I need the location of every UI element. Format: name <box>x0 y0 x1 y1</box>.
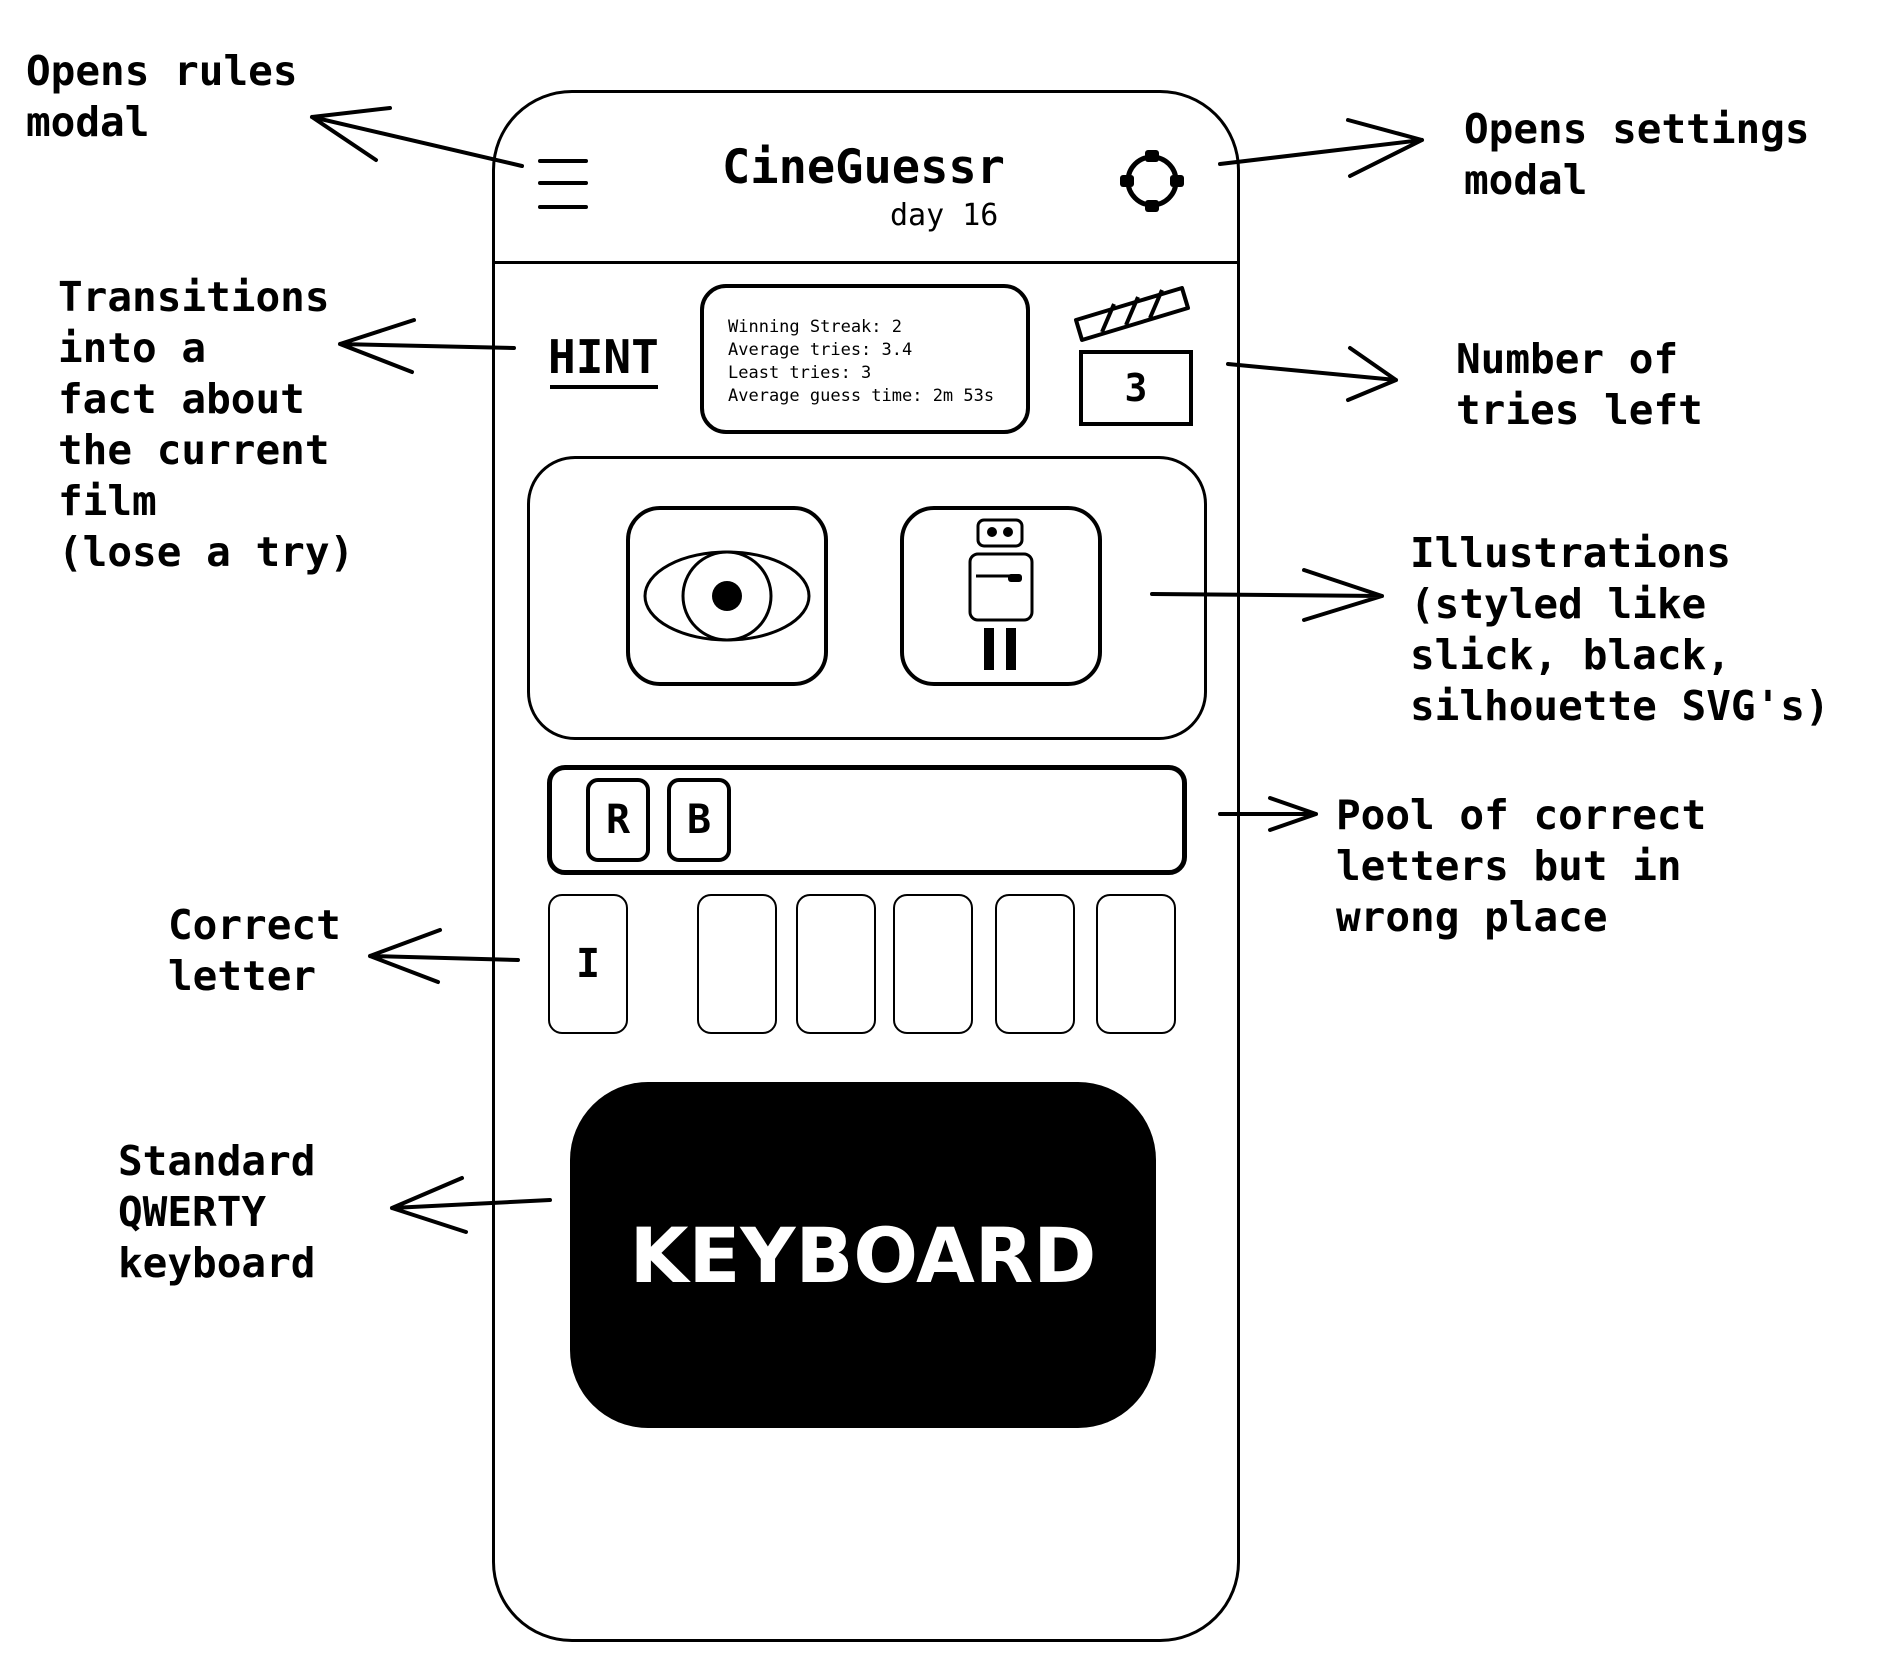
arrow-keyboard <box>390 1176 552 1234</box>
stat-least-tries: Least tries: 3 <box>728 363 872 383</box>
app-title: CineGuessr <box>722 140 1005 195</box>
guess-slot <box>995 894 1075 1034</box>
keyboard-label: KEYBOARD <box>629 1210 1097 1300</box>
guess-slot <box>1096 894 1176 1034</box>
annotation-settings: Opens settings modal <box>1464 105 1810 204</box>
illustrations-panel <box>527 456 1207 740</box>
guess-slot-correct: I <box>548 894 628 1034</box>
stat-average-guess-time: Average guess time: 2m 53s <box>728 386 995 406</box>
annotation-pool: Pool of correct letters but in wrong pla… <box>1336 791 1707 941</box>
arrow-settings <box>1218 118 1424 178</box>
annotation-tries: Number of tries left <box>1456 335 1703 434</box>
day-counter: day 16 <box>890 198 999 233</box>
guess-slot <box>697 894 777 1034</box>
guess-slot <box>796 894 876 1034</box>
hamburger-menu-icon[interactable] <box>538 157 588 213</box>
arrow-rules <box>310 106 524 168</box>
annotation-illustrations: Illustrations (styled like slick, black,… <box>1410 529 1830 730</box>
eye-illustration <box>643 550 811 642</box>
arrow-illustrations <box>1150 568 1384 622</box>
annotation-hint: Transitions into a fact about the curren… <box>58 273 355 576</box>
clapperboard-icon <box>1074 286 1190 342</box>
keyboard[interactable]: KEYBOARD <box>570 1082 1156 1428</box>
pool-letter-tile: B <box>667 778 731 862</box>
letter-pool <box>547 765 1187 875</box>
stats-box: Winning Streak: 2 Average tries: 3.4 Lea… <box>700 284 1030 434</box>
stat-average-tries: Average tries: 3.4 <box>728 340 913 360</box>
settings-icon[interactable] <box>1116 148 1188 214</box>
pool-letter-tile: R <box>586 778 650 862</box>
stat-winning-streak: Winning Streak: 2 <box>728 317 902 337</box>
hint-button[interactable]: HINT <box>548 330 659 384</box>
hint-underline <box>550 385 658 389</box>
header-divider <box>493 261 1239 264</box>
annotation-keyboard: Standard QWERTY keyboard <box>118 1137 316 1287</box>
annotation-rules: Opens rules modal <box>26 47 298 146</box>
robot-illustration-card <box>900 506 1102 686</box>
arrow-pool <box>1218 796 1318 832</box>
annotation-correct: Correct letter <box>168 901 341 1000</box>
arrow-tries <box>1226 346 1398 402</box>
robot-illustration <box>968 518 1034 670</box>
tries-left-counter: 3 <box>1079 350 1193 426</box>
arrow-hint <box>338 318 516 374</box>
eye-illustration-card <box>626 506 828 686</box>
phone-frame <box>492 90 1240 1642</box>
guess-slot <box>893 894 973 1034</box>
